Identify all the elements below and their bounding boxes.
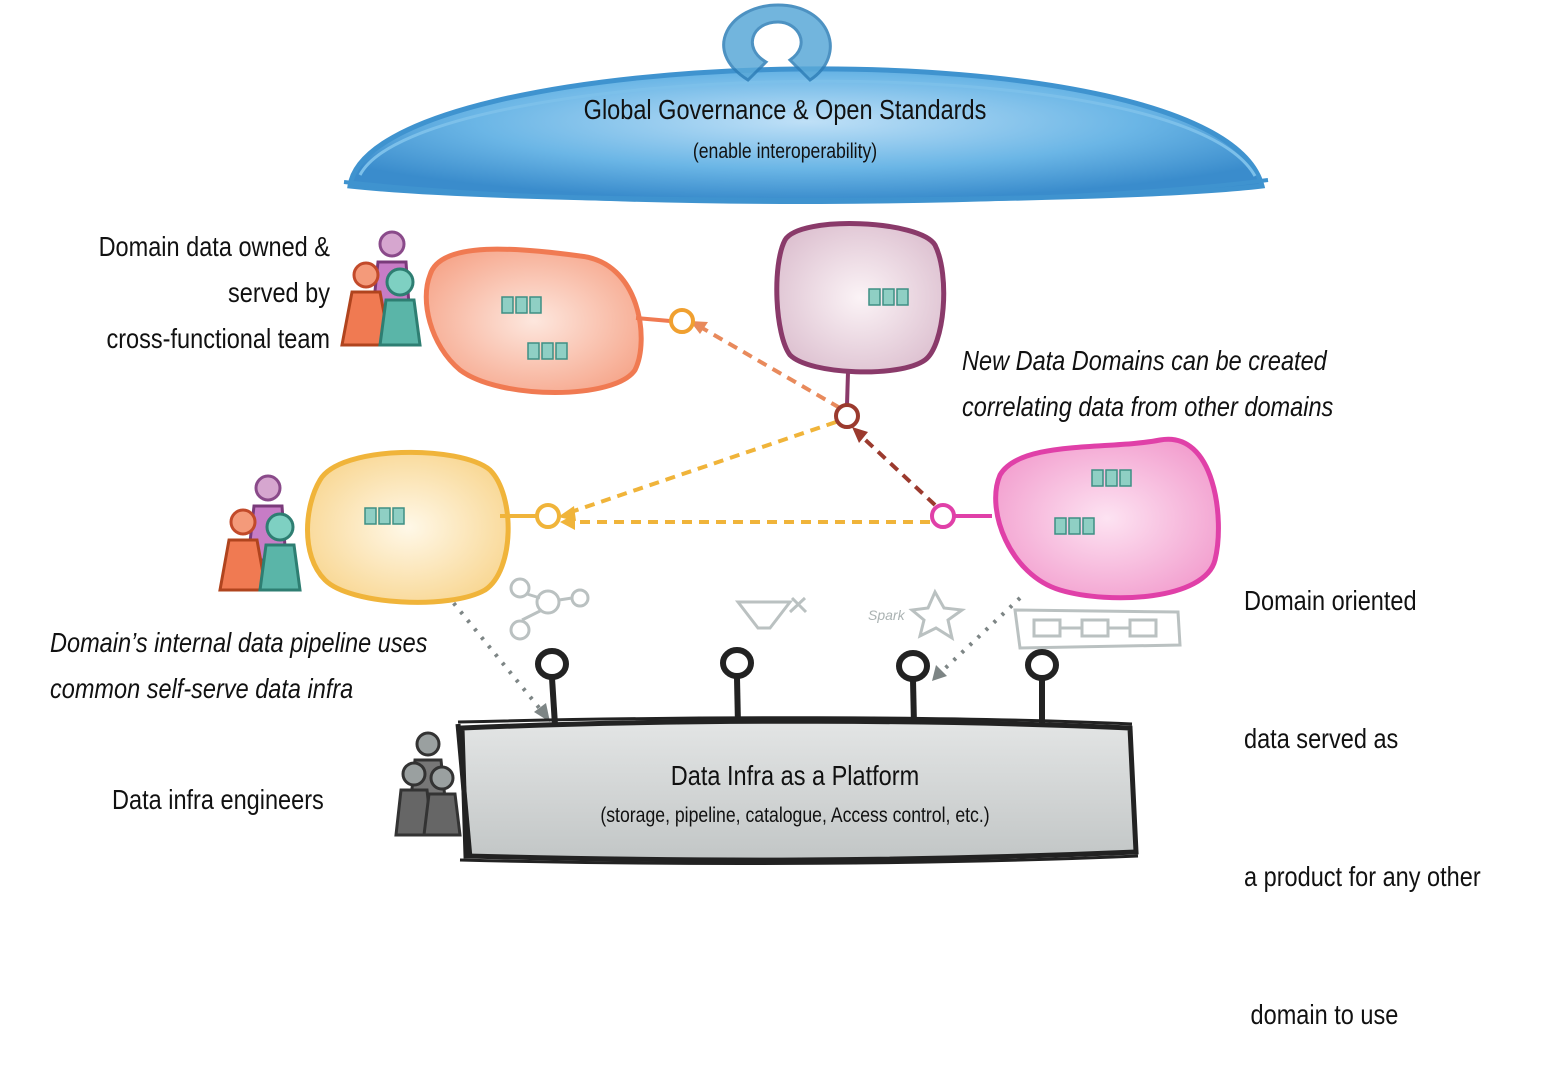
output-port-purple: [834, 403, 860, 429]
domain-product-line-2: data served as: [1244, 723, 1399, 754]
team-icon-top: [340, 230, 422, 347]
platform-subtitle: (storage, pipeline, catalogue, Access co…: [600, 804, 990, 827]
platform-title: Data Infra as a Platform: [670, 760, 920, 791]
output-port-yellow: [535, 503, 561, 529]
node-icon: [1054, 517, 1095, 535]
domain-product-line-4: domain to use: [1244, 999, 1399, 1030]
platform-connectors: [535, 647, 1059, 726]
funnel-tool-icon: [734, 596, 808, 630]
domain-team-line-2: served by: [228, 277, 330, 308]
node-icon: [527, 342, 568, 360]
node-icon: [364, 507, 405, 525]
domain-pink: [930, 436, 1221, 601]
governance-title: Global Governance & Open Standards: [583, 94, 987, 125]
connector-yellow-diagonal: [564, 420, 837, 516]
domain-yellow: [305, 449, 561, 605]
pipeline-line-1: Domain’s internal data pipeline uses: [50, 627, 428, 658]
node-icon: [1091, 469, 1132, 487]
new-domains-label: New Data Domains can be created correlat…: [962, 338, 1333, 430]
arrowhead-yellow-2: [560, 514, 575, 530]
infra-engineers-label: Data infra engineers: [112, 784, 324, 815]
data-infra-platform: [455, 716, 1139, 865]
spark-icon: [908, 588, 967, 642]
connector-orange: [695, 323, 842, 410]
domain-product-line-3: a product for any other: [1244, 861, 1481, 892]
arrowhead-pipeline-1: [534, 703, 550, 722]
connector-red: [856, 431, 937, 507]
new-domains-line-2: correlating data from other domains: [962, 391, 1334, 422]
domain-team-line-1: Domain data owned &: [98, 231, 330, 262]
domain-product-line-1: Domain oriented: [1244, 585, 1417, 616]
engineers-icon: [394, 731, 462, 837]
graph-tool-icon: [509, 577, 590, 641]
arrowhead-pipeline-2: [932, 665, 947, 681]
open-source-icon: [722, 3, 832, 82]
governance-dome: [343, 66, 1269, 205]
pipeline-tool-icon: [1013, 608, 1182, 650]
domain-product-label: Domain oriented data served as a product…: [1244, 486, 1481, 1084]
data-node-icons: [364, 288, 1132, 535]
tool-sketches: [509, 577, 1182, 650]
output-port-orange: [669, 308, 695, 334]
domain-team-line-3: cross-functional team: [106, 323, 330, 354]
domain-purple: [774, 221, 947, 429]
pipeline-label: Domain’s internal data pipeline uses com…: [50, 620, 427, 712]
dashed-connections: [558, 321, 937, 530]
output-port-pink: [930, 503, 956, 529]
arrowhead-red: [852, 427, 868, 443]
domain-team-label: Domain data owned & served by cross-func…: [78, 224, 330, 362]
pipeline-line-2: common self-serve data infra: [50, 673, 354, 704]
node-icon: [868, 288, 909, 306]
domain-orange: [423, 246, 695, 395]
pipeline-dotted-lines: [396, 533, 1022, 717]
spark-label: Spark: [868, 607, 906, 623]
new-domains-line-1: New Data Domains can be created: [962, 345, 1327, 376]
team-icon-middle: [218, 474, 302, 592]
data-mesh-diagram: Spark: [218, 3, 1269, 865]
node-icon: [501, 296, 542, 314]
governance-subtitle: (enable interoperability): [692, 140, 878, 163]
